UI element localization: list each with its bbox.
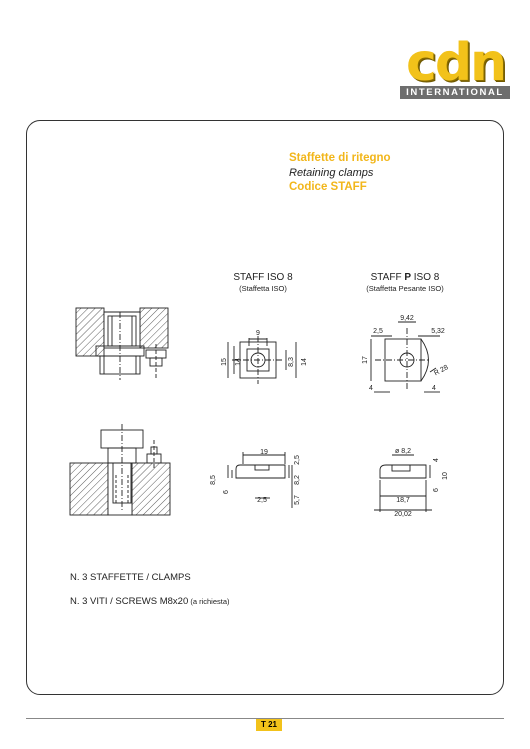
dim-piso-w9-42: 9,42 bbox=[400, 315, 414, 322]
dim-iso-w9: 9 bbox=[256, 330, 260, 337]
parts-notes: N. 3 STAFFETTE / CLAMPS N. 3 VITI / SCRE… bbox=[70, 572, 230, 620]
piso-side-dims: ø 8,2 4 10 6 18,7 20,02 bbox=[394, 448, 449, 518]
column-title-piso-sub: (Staffetta Pesante ISO) bbox=[366, 284, 444, 293]
page-number: T 21 bbox=[256, 719, 282, 731]
heading-code: Codice STAFF bbox=[289, 181, 367, 193]
logo-subtitle: INTERNATIONAL bbox=[400, 86, 510, 99]
dim-iso-h8-3: 8,3 bbox=[288, 357, 295, 367]
column-title-iso-main: STAFF ISO 8 bbox=[233, 272, 293, 283]
dim-iso-side-w2-5: 2,5 bbox=[257, 497, 267, 504]
cdn-logo: cdn INTERNATIONAL bbox=[400, 33, 510, 100]
dim-iso-h14a: 14 bbox=[235, 358, 242, 366]
dim-piso-w18-7: 18,7 bbox=[396, 497, 410, 504]
iso-top-view bbox=[227, 336, 297, 384]
dim-iso-h5-7: 5,7 bbox=[294, 495, 301, 505]
dim-piso-h10: 10 bbox=[442, 472, 449, 480]
note-screws-main: N. 3 VITI / SCREWS M8x20 bbox=[70, 596, 189, 607]
column-title-piso-a: STAFF bbox=[370, 272, 405, 283]
column-title-piso: STAFF P ISO 8 (Staffetta Pesante ISO) bbox=[345, 272, 465, 294]
piso-side-view bbox=[374, 454, 432, 512]
heading-english: Retaining clamps bbox=[289, 167, 374, 179]
dim-piso-h6: 6 bbox=[433, 488, 440, 492]
iso-top-dims: 9 15 14 8,3 14 bbox=[221, 330, 308, 367]
dim-iso-h14b: 14 bbox=[301, 358, 308, 366]
section-heading: Staffette di ritegno Retaining clamps Co… bbox=[289, 151, 391, 195]
column-title-piso-b: P bbox=[404, 272, 411, 283]
dim-iso-h15: 15 bbox=[221, 358, 228, 366]
dim-piso-r28: R 28 bbox=[433, 364, 449, 377]
dim-piso-w20-02: 20,02 bbox=[394, 511, 412, 518]
footer-line bbox=[26, 718, 504, 719]
heading-italian: Staffette di ritegno bbox=[289, 152, 391, 164]
note-screws-small: (a richiesta) bbox=[188, 597, 230, 606]
dim-iso-h8-2: 8,2 bbox=[294, 475, 301, 485]
iso-side-view bbox=[227, 452, 293, 508]
logo-letters: cdn bbox=[406, 33, 507, 93]
assembly-drawing-bottom bbox=[69, 424, 171, 516]
note-clamps: N. 3 STAFFETTE / CLAMPS bbox=[70, 572, 191, 583]
dim-piso-h17: 17 bbox=[362, 356, 369, 364]
column-title-piso-c: ISO 8 bbox=[411, 272, 440, 283]
dim-iso-h8-5: 8,5 bbox=[210, 475, 217, 485]
dim-piso-w5-32: 5,32 bbox=[431, 328, 445, 335]
dim-iso-h6: 6 bbox=[223, 490, 230, 494]
content-frame bbox=[26, 120, 504, 695]
dim-iso-h2-5: 2,5 bbox=[294, 455, 301, 465]
dim-piso-d8-2: ø 8,2 bbox=[395, 448, 411, 455]
piso-top-view bbox=[370, 321, 440, 393]
dim-piso-w2-5: 2,5 bbox=[373, 328, 383, 335]
iso-side-dims: 19 2,5 8,5 6 8,2 5,7 2,5 bbox=[210, 449, 301, 505]
dim-piso-w4b: 4 bbox=[432, 385, 436, 392]
dim-piso-w4a: 4 bbox=[369, 385, 373, 392]
dim-iso-w19: 19 bbox=[260, 449, 268, 456]
column-title-iso-sub: (Staffetta ISO) bbox=[239, 284, 287, 293]
column-title-iso: STAFF ISO 8 (Staffetta ISO) bbox=[215, 272, 311, 294]
dim-piso-h4: 4 bbox=[433, 458, 440, 462]
assembly-drawing-top bbox=[75, 307, 169, 380]
note-screws: N. 3 VITI / SCREWS M8x20 (a richiesta) bbox=[70, 596, 230, 607]
